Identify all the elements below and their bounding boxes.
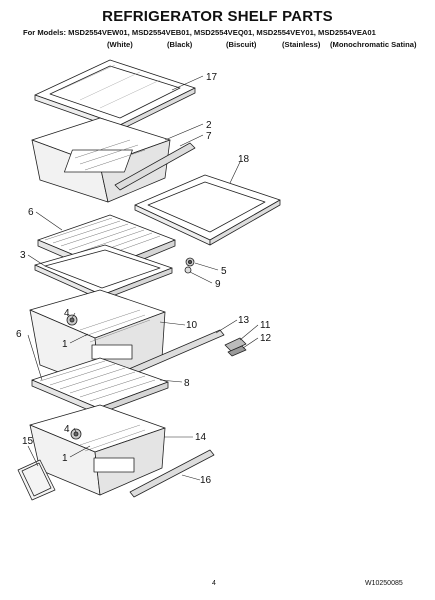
part-18-glass-shelf (134, 174, 281, 246)
callout-14: 14 (195, 432, 207, 443)
part-7-slide-rail (114, 142, 196, 191)
callout-labels: 17 2 7 18 6 3 5 9 4 1 10 13 11 12 6 8 4 … (16, 72, 272, 486)
part-15-label (17, 459, 56, 501)
color-black: (Black) (167, 40, 193, 49)
callout-12: 12 (260, 333, 272, 344)
callout-4-upper: 4 (64, 308, 70, 319)
callout-15: 15 (22, 436, 34, 447)
page-title: REFRIGERATOR SHELF PARTS (102, 8, 333, 25)
part-16-slide-rail (129, 449, 215, 498)
callout-18: 18 (238, 154, 250, 165)
callout-16: 16 (200, 475, 212, 486)
color-satina: (Monochromatic Satina) (330, 40, 417, 49)
callout-3: 3 (20, 250, 26, 261)
callout-6-upper: 6 (28, 207, 34, 218)
callout-2: 2 (206, 120, 212, 131)
callout-10: 10 (186, 320, 198, 331)
part-9-clip (184, 266, 192, 274)
part-8-crisper-cover (31, 357, 169, 415)
callout-13: 13 (238, 315, 250, 326)
page-number: 4 (212, 580, 216, 587)
callout-1-lower: 1 (62, 453, 68, 464)
part-2-crisper-drawer (31, 117, 171, 203)
callout-6-lower: 6 (16, 329, 22, 340)
model-list: For Models: MSD2554VEW01, MSD2554VEB01, … (23, 28, 376, 37)
callout-11: 11 (260, 320, 271, 331)
callout-8: 8 (184, 378, 190, 389)
part-14-crisper-drawer (29, 404, 166, 496)
part-11-bracket (224, 337, 247, 352)
color-stainless: (Stainless) (282, 40, 321, 49)
callout-4-lower: 4 (64, 424, 70, 435)
callout-1-upper: 1 (62, 339, 68, 350)
color-biscuit: (Biscuit) (226, 40, 257, 49)
part-3-frame (34, 244, 173, 301)
part-12-bracket (227, 345, 247, 357)
callout-17: 17 (206, 72, 218, 83)
callout-5: 5 (221, 266, 227, 277)
color-white: (White) (107, 40, 133, 49)
document-code: W10250085 (365, 580, 403, 587)
callout-9: 9 (215, 279, 221, 290)
callout-7: 7 (206, 131, 212, 142)
part-17-glass-shelf (34, 59, 196, 131)
